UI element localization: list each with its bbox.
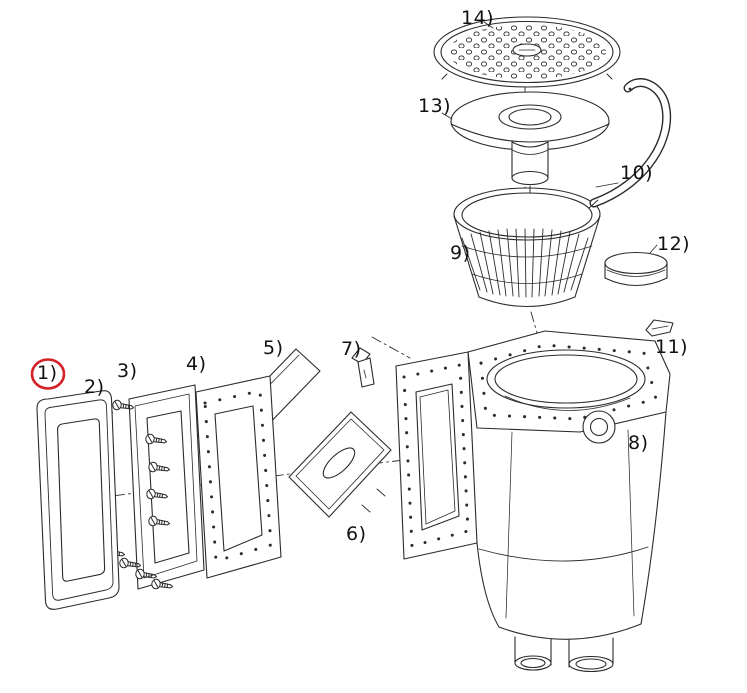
part-8-skimmer-body: [395, 330, 671, 673]
highlight-circle-part-1: [30, 358, 66, 390]
part-label-2: 2): [84, 376, 105, 398]
part-label-9: 9): [450, 242, 471, 264]
bottom-pipe-stubs: [514, 636, 614, 673]
part-10-handle: [588, 78, 672, 209]
part-label-5: 5): [263, 337, 284, 359]
deck-opening-inner: [494, 354, 638, 404]
basket-ribs: [461, 245, 593, 284]
part-label-7: 7): [341, 338, 362, 360]
body-waist-seam: [478, 546, 649, 562]
flange-bolt-holes: [402, 363, 470, 548]
opening-depth-line: [504, 395, 631, 411]
part-7-corner-bracket: [351, 347, 375, 388]
part-12-weir-cover: [604, 251, 668, 286]
body-barrel-left-edge: [476, 542, 500, 628]
part-label-4: 4): [186, 353, 207, 375]
basket-slots: [461, 228, 589, 298]
body-barrel-right-edge: [640, 411, 667, 625]
label-leader-lines: [441, 21, 658, 254]
part-label-6: 6): [346, 523, 367, 545]
part-label-8: 8): [628, 432, 649, 454]
part-label-1: 1): [37, 362, 58, 384]
part-3-clamp-frame: [128, 384, 205, 590]
frame-screw-holes: [203, 389, 273, 563]
part-label-3: 3): [117, 360, 138, 382]
part-label-10: 10): [620, 162, 654, 184]
part-9-strainer-basket: [453, 187, 601, 307]
part-14-perforated-lid: [433, 16, 621, 88]
part-13-lid-seat-collar: [450, 91, 610, 194]
part-6-access-door: [288, 411, 392, 518]
part-label-11: 11): [655, 336, 689, 358]
side-port: [582, 410, 616, 444]
flange-opening: [415, 383, 460, 531]
body-seam-lines: [505, 429, 635, 619]
part-label-12: 12): [657, 233, 691, 255]
deck-opening-outer: [486, 349, 646, 409]
part-4-mounting-frame: [195, 375, 282, 579]
flange-opening-inner-line: [419, 389, 456, 525]
part-label-14: 14): [461, 7, 495, 29]
body-barrel-bottom: [498, 623, 642, 640]
part-1-faceplate: [36, 390, 120, 610]
part-11-clip: [645, 319, 674, 337]
part-label-13: 13): [418, 95, 452, 117]
